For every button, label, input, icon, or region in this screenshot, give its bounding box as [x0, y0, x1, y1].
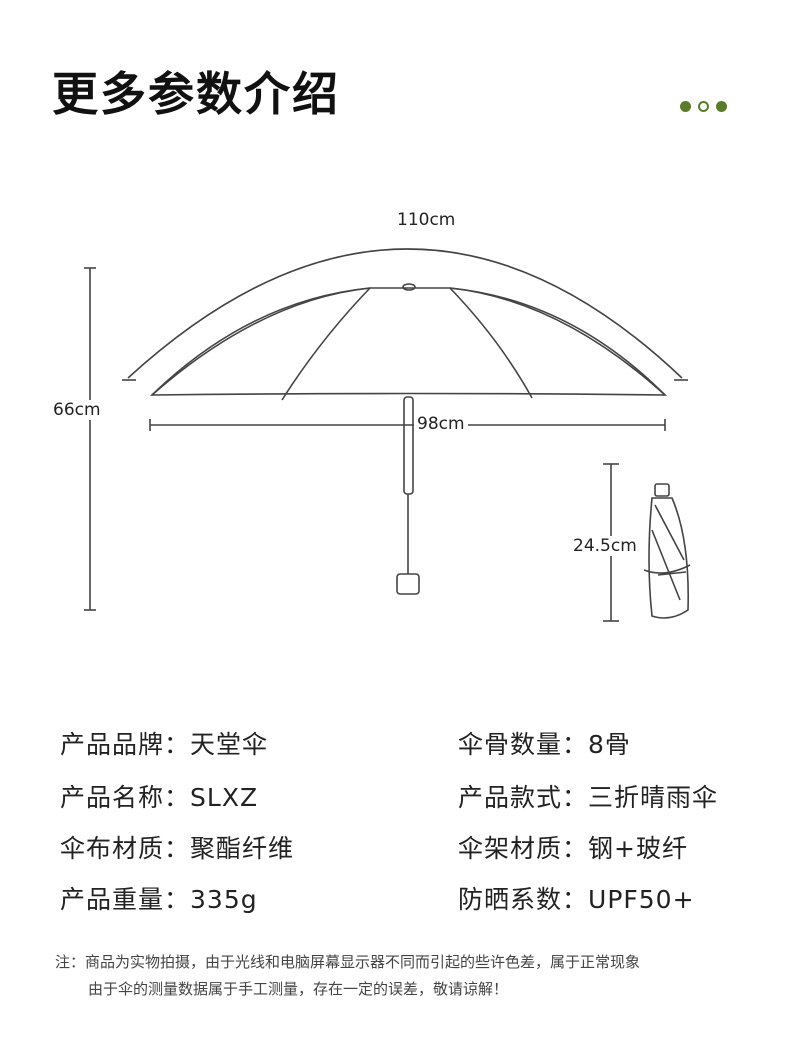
height-label: 66cm [50, 400, 104, 420]
spec-style: 产品款式：三折晴雨伞 [458, 783, 719, 812]
umbrella-shaft [403, 396, 414, 495]
arc-length-label: 110cm [394, 210, 459, 230]
umbrella-diagram [84, 248, 691, 622]
dot-outline-icon [698, 101, 709, 112]
dot-icon [680, 101, 691, 112]
note-line-1: 注：商品为实物拍摄，由于光线和电脑屏幕显示器不同而引起的些许色差，属于正常现象 [55, 953, 641, 971]
spec-weight: 产品重量：335g [60, 885, 258, 914]
spec-upf: 防晒系数：UPF50+ [458, 885, 695, 914]
arc-length-line [127, 248, 683, 379]
decorative-dots [680, 101, 727, 112]
folded-length-label: 24.5cm [570, 536, 640, 556]
spec-fabric: 伞布材质：聚酯纤维 [60, 834, 295, 863]
spec-frame: 伞架材质：钢+玻纤 [458, 834, 688, 863]
folded-umbrella [643, 497, 691, 619]
spec-ribs: 伞骨数量：8骨 [458, 730, 631, 759]
dot-icon [716, 101, 727, 112]
span-label: 98cm [414, 414, 468, 434]
umbrella-handle [396, 573, 420, 595]
umbrella-canopy [149, 287, 668, 396]
spec-brand: 产品品牌：天堂伞 [60, 730, 269, 759]
note-line-2: 由于伞的测量数据属于手工测量，存在一定的误差，敬请谅解！ [88, 980, 509, 998]
page-title: 更多参数介绍 [52, 67, 340, 121]
spec-name: 产品名称：SLXZ [60, 783, 259, 812]
